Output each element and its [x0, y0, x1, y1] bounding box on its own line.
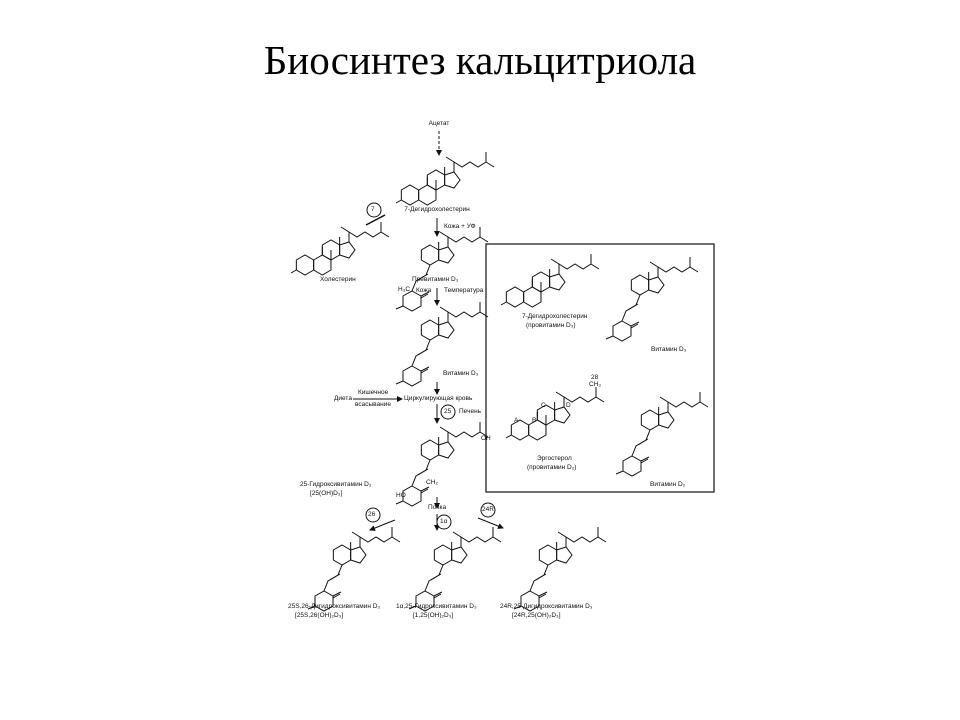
- inset-label-dhc: 7-Дегидрохолестерин: [522, 313, 588, 320]
- product-1a25-structure: [408, 526, 502, 612]
- inset-ch3: CH₃: [589, 381, 602, 388]
- label-cholesterol: Холестерин: [320, 276, 356, 283]
- label-skin-uv: Кожа + УФ: [444, 223, 476, 230]
- enzyme-25: 25: [444, 408, 452, 415]
- inset-label-ergo-sub: (провитамин D₂): [527, 464, 577, 471]
- product-24r25-structure: [513, 526, 607, 612]
- inset-label-dhc-sub: (провитамин D₃): [526, 322, 576, 329]
- label-temperature: Температура: [444, 287, 484, 294]
- label-acetate: Ацетат: [428, 120, 450, 127]
- inset-vitd3-structure: [605, 256, 699, 342]
- label-ch2: CH₂: [426, 479, 438, 486]
- label-intestinal: Кишечное: [358, 389, 389, 396]
- product-25s26-structure: [307, 526, 401, 612]
- label-liver: Печень: [459, 408, 482, 415]
- product-2-name: 1α,25-Гидроксивитамин D₃: [396, 603, 477, 610]
- enzyme-1a: 1α: [440, 518, 448, 525]
- inset-box: [485, 243, 715, 493]
- product-2-abbr: [1,25(OH)₂D₃]: [413, 612, 454, 619]
- label-dehydrocholesterol: 7-Дегидрохолестерин: [404, 206, 470, 213]
- previtamin-structure: [395, 226, 489, 312]
- cholesterol-structure: [290, 221, 390, 276]
- hydroxyvitamin-structure: [395, 421, 489, 507]
- label-vitamin-d3: Витамин D₃: [443, 370, 479, 377]
- enzyme-24r: 24R: [482, 506, 494, 513]
- slide-title: Биосинтез кальцитриола: [263, 37, 697, 83]
- inset-dhc-structure: [500, 253, 600, 308]
- inset-label-vitd2: Витамин D₂: [650, 481, 686, 488]
- label-skin: Кожа: [416, 287, 432, 294]
- product-3-name: 24R,25-Дигидроксивитамин D₃: [500, 603, 593, 610]
- label-hydroxy-name: 25-Гидроксивитамин D₃: [300, 481, 372, 488]
- dehydrocholesterol-structure: [395, 151, 495, 206]
- inset-vitd2-structure: [615, 391, 709, 477]
- label-kidney: Почка: [428, 504, 447, 511]
- inset-ring-d: D: [566, 402, 571, 409]
- inset-label-ergosterol: Эргостерол: [537, 455, 572, 462]
- label-oh: OH: [481, 435, 491, 442]
- arrow-26: [369, 519, 396, 531]
- product-1-abbr: [25S,26(OH)₂D₃]: [295, 612, 344, 619]
- enzyme-7: 7: [371, 206, 375, 213]
- inset-label-vitd3: Витамин D₃: [651, 346, 687, 353]
- inset-c28: 28: [591, 374, 599, 381]
- inset-ring-a: A: [514, 417, 519, 424]
- label-hydroxy-abbr: [25(OH)D₃]: [310, 490, 343, 497]
- label-previtamin: Превитамин D₃: [412, 276, 459, 283]
- label-ho: HO: [396, 492, 406, 499]
- product-3-abbr: [24R,25(OH)₂D₃]: [512, 612, 561, 619]
- product-1-name: 25S,26-Дигидроксивитамин D₃: [288, 603, 381, 610]
- label-absorption: всасывание: [355, 401, 391, 408]
- inset-ring-b: B: [532, 417, 537, 424]
- arrow-24r: [477, 517, 504, 529]
- enzyme-26: 26: [368, 511, 376, 518]
- blocked-arrow: [365, 214, 386, 226]
- label-diet: Диета: [334, 395, 352, 402]
- label-blood: Циркулирующая кровь: [404, 395, 473, 402]
- inset-ergosterol-structure: [505, 386, 605, 441]
- inset-ring-c: C: [541, 402, 546, 409]
- label-h3c: H₃C: [398, 286, 411, 293]
